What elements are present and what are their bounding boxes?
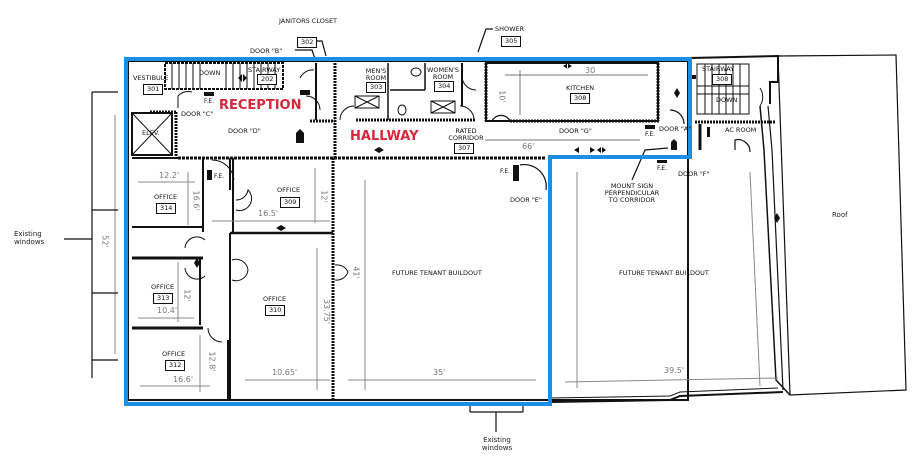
- dim-office-312-depth: 12.8': [207, 351, 217, 372]
- room-number-314: 314: [156, 203, 177, 214]
- room-number-301: 301: [143, 84, 164, 95]
- door-a-label: DOOR "A": [659, 125, 692, 133]
- fe-label-kitchen: F.E.: [645, 131, 656, 138]
- fe-label-offices: F.E.: [214, 173, 225, 180]
- room-label-janitors-closet: JANITORS CLOSET: [278, 17, 338, 25]
- room-number-308-stair: 308: [712, 74, 733, 85]
- door-b-label: DOOR "B": [250, 47, 283, 55]
- dim-kitchen-depth: 10': [497, 90, 507, 103]
- room-number-302: 302: [297, 37, 318, 48]
- room-label-roof: Roof: [832, 211, 848, 219]
- door-g-label: DOOR "G": [559, 127, 592, 135]
- fe-label-reception: F.E.: [204, 98, 215, 105]
- roof-outline: [777, 54, 907, 396]
- room-label-kitchen: KITCHEN: [566, 84, 595, 92]
- fe-label-corridor-east: F.E.: [657, 165, 668, 172]
- room-number-309: 309: [280, 197, 301, 208]
- room-number-313: 313: [153, 293, 174, 304]
- zone-reception-label: RECEPTION: [219, 98, 302, 113]
- room-label-stairway-308: STAIRWAY: [702, 65, 735, 73]
- zone-hallway-label: HALLWAY: [350, 129, 419, 144]
- room-label-womens-room: WOMEN'S ROOM: [427, 66, 460, 82]
- stair-down-label-east: DOWN: [716, 96, 738, 104]
- room-label-office-314: OFFICE: [154, 193, 178, 201]
- room-number-202: 202: [257, 74, 278, 85]
- room-number-305: 305: [501, 36, 522, 47]
- room-label-office-309: OFFICE: [277, 186, 301, 194]
- dim-office-313-width: 10.4': [157, 306, 178, 315]
- dim-office-312-width: 16.6': [173, 375, 194, 384]
- dim-tenant-east-width: 39.5': [664, 366, 685, 375]
- dim-west-wall: 52': [100, 235, 110, 248]
- room-label-tenant-east: FUTURE TENANT BUILDOUT: [619, 269, 709, 277]
- dim-office-314-depth: 16.6': [191, 190, 201, 211]
- dim-tenant-west-depth: 41': [351, 266, 361, 279]
- note-existing-windows-west: Existing windows: [14, 230, 45, 247]
- note-mount-sign: MOUNT SIGN PERPENDICULAR TO CORRIDOR: [604, 182, 660, 205]
- dim-office-310-depth: 33.75': [322, 298, 332, 325]
- dim-office-310-width: 10.65': [272, 368, 298, 377]
- room-number-303: 303: [366, 82, 387, 93]
- room-label-stairway-202: STAIRWAY: [248, 66, 281, 74]
- door-d-label: DOOR "D": [228, 127, 261, 135]
- room-label-office-310: OFFICE: [263, 295, 287, 303]
- room-label-tenant-west: FUTURE TENANT BUILDOUT: [392, 269, 482, 277]
- door-c-label: DOOR "C": [181, 110, 214, 118]
- room-label-shower: SHOWER: [495, 25, 525, 33]
- room-label-rated-corridor: RATED CORRIDOR: [448, 127, 484, 143]
- note-existing-windows-south: Existing windows: [481, 436, 513, 453]
- room-label-office-313: OFFICE: [151, 283, 175, 291]
- dim-office-314-width: 12.2': [159, 171, 180, 180]
- dim-tenant-west-width: 35': [433, 368, 446, 377]
- room-number-308: 308: [570, 93, 591, 104]
- dim-kitchen-width: 30: [585, 66, 596, 75]
- dim-office-313-depth: 12': [182, 289, 192, 302]
- room-label-office-312: OFFICE: [162, 350, 186, 358]
- stair-down-label: DOWN: [199, 69, 221, 77]
- door-e-label: DOOR "E": [510, 196, 542, 204]
- room-label-ac-room: AC ROOM: [725, 126, 757, 134]
- dim-office-309-width: 16.5': [258, 209, 279, 218]
- dim-office-309-depth: 12': [319, 190, 329, 203]
- room-label-mens-room: MEN'S ROOM: [365, 67, 387, 83]
- door-f-label: DOOR "F": [678, 170, 710, 178]
- room-number-310: 310: [265, 305, 286, 316]
- room-number-304: 304: [434, 81, 455, 92]
- room-label-elevator: ELEV.: [142, 129, 160, 137]
- room-label-vestibule: VESTIBULE: [133, 74, 169, 82]
- dim-corridor-length: 66': [522, 142, 535, 151]
- room-number-312: 312: [165, 360, 186, 371]
- room-number-307: 307: [454, 143, 475, 154]
- fe-label-door-e: F.E.: [500, 168, 511, 175]
- leased-area-highlight: [124, 57, 692, 406]
